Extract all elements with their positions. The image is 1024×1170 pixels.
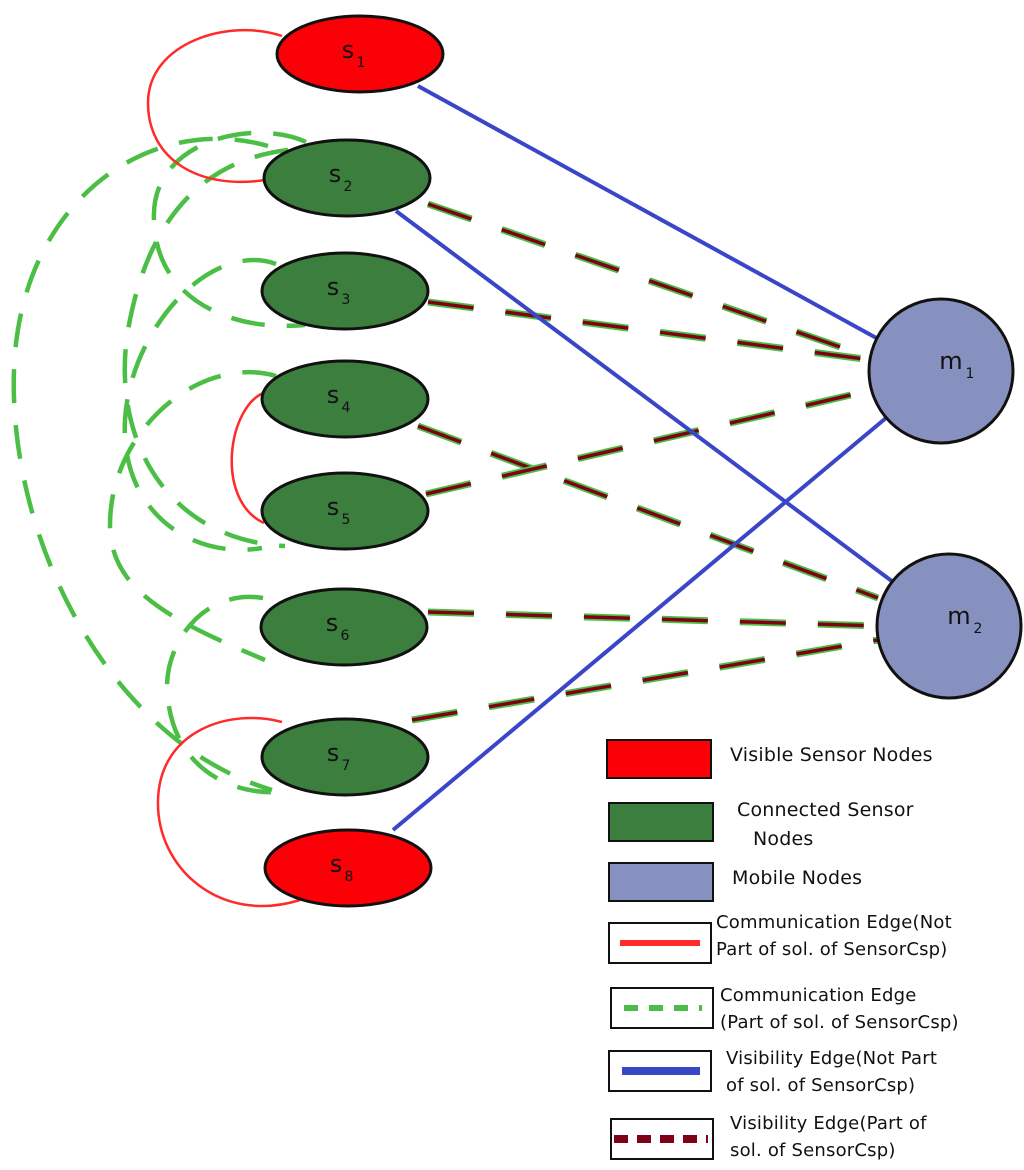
node-s3-shape [260,251,430,331]
node-s5-shape [260,471,430,551]
node-m1-shape [867,297,1015,445]
node-s8-label: s [330,850,343,878]
node-s2-subscript: 2 [344,179,353,195]
node-m1-label: m [939,347,962,375]
node-s4-label: s [327,381,340,409]
legend-label-visibility-edge-not-part: Visibility Edge(Not Part of sol. of Sens… [726,1048,938,1096]
visibility-part-edge-s2-m1 [426,200,874,362]
node-m2-shape [875,552,1023,700]
node-s8-shape [263,828,433,908]
node-s3-label: s [327,273,340,301]
visibility-not-part-edge-s1-m1 [417,84,881,342]
legend-label-connected-sensor: Connected Sensor Nodes [737,799,914,850]
legend-label-visibility-edge-part: Visibility Edge(Part of sol. of SensorCs… [730,1113,927,1161]
node-s7-subscript: 7 [342,758,351,774]
legend-label-mobile-node: Mobile Nodes [732,867,863,889]
legend-swatch-communication-edge-part [610,987,714,1029]
node-s4-subscript: 4 [342,400,351,416]
node-s3-subscript: 3 [342,292,351,308]
visibility-part-edge-s4-m2 [416,422,880,602]
communication-part-edge-s4-s6 [107,369,277,663]
communication-not-part-edge-s7-s8 [156,716,301,908]
visibility-edges-not-part-of-solution [391,84,895,832]
communication-edges-part-of-solution [11,130,307,795]
node-m1-subscript: 1 [966,366,975,382]
node-m2-subscript: 2 [974,621,983,637]
node-s5-label: s [327,493,340,521]
node-s1-label: s [342,36,355,64]
node-s7-label: s [327,739,340,767]
visibility-part-edge-s3-m1 [427,298,873,364]
node-m2-label: m [947,602,970,630]
node-s6-shape [259,587,429,667]
node-s2-label: s [329,160,342,188]
communication-part-edge-s2-s7 [11,136,273,793]
node-s8-subscript: 8 [345,869,354,885]
legend-label-communication-edge-not-part: Communication Edge(Not Part of sol. of S… [716,912,952,960]
visibility-not-part-edge-s2-m2 [394,209,895,584]
communication-edges-not-part-of-solution [146,28,301,908]
visibility-part-edge-s5-m1 [425,386,873,498]
communication-part-edge-s3-s5 [122,257,277,552]
legend-swatch-mobile-node [608,862,714,902]
node-s6-label: s [326,609,339,637]
legend-swatch-visibility-edge-not-part [608,1050,712,1092]
legend-swatch-communication-edge-not-part [608,922,712,964]
communication-not-part-edge-s4-s5 [230,390,267,525]
node-s5-subscript: 5 [342,512,351,528]
legend-swatch-visible-sensor [606,739,712,779]
legend-swatch-connected-sensor [608,802,714,842]
communication-part-edge-s2-s5 [122,147,289,549]
legend-swatch-visibility-edge-part [610,1118,714,1160]
visibility-edges-part-of-solution [411,200,880,724]
node-s4-shape [260,359,430,439]
node-s6-subscript: 6 [341,628,350,644]
node-s1-subscript: 1 [357,55,366,71]
node-s7-shape [260,717,430,797]
legend-label-communication-edge-part: Communication Edge (Part of sol. of Sens… [720,985,959,1033]
communication-not-part-edge-s1-s2 [146,28,283,184]
visibility-not-part-edge-s8-m1 [391,416,888,832]
communication-part-edge-s2-s3 [151,130,307,329]
visibility-part-edge-s7-m2 [411,636,879,724]
legend-label-visible-sensor: Visible Sensor Nodes [730,744,933,766]
node-s2-shape [262,138,432,218]
node-s1-shape [275,14,445,94]
